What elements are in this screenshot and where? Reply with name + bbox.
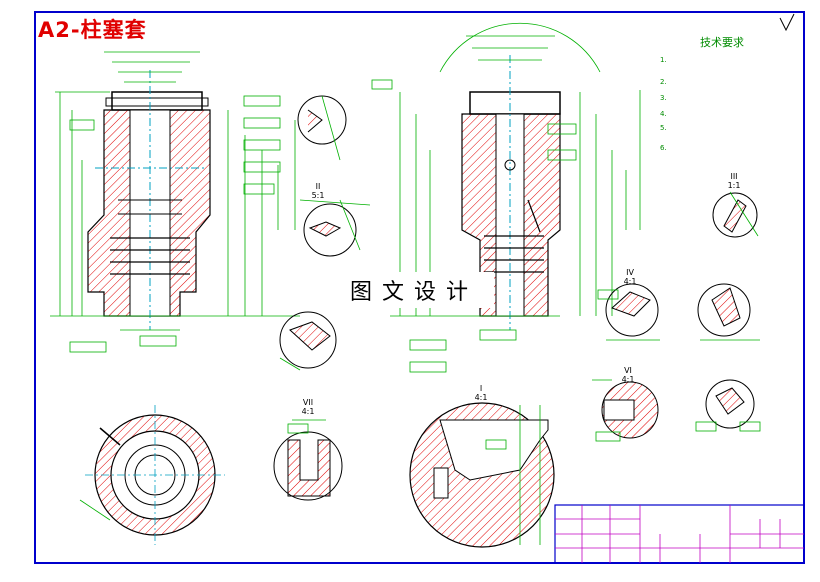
watermark-text: 图文设计 <box>334 272 494 308</box>
detail-III-view <box>712 191 759 238</box>
detail-VI-label: VI 4:1 <box>621 366 635 384</box>
tech-requirements-title: 技术要求 <box>700 36 744 49</box>
tech-note-6: 6. <box>660 144 667 152</box>
detail-notch-view <box>279 311 337 371</box>
roughness-symbol <box>779 13 795 32</box>
center-section-view <box>390 22 641 373</box>
tech-note-2: 2. <box>660 78 667 86</box>
detail-VII-view <box>695 379 761 432</box>
detail-VII-label: VII 4:1 <box>301 398 315 416</box>
tech-note-3: 3. <box>660 94 667 102</box>
title-block <box>554 504 805 564</box>
sheet-label: A2-柱塞套 <box>38 18 147 42</box>
detail-I-label: I 4:1 <box>474 384 488 402</box>
detail-II-view <box>299 199 371 257</box>
detail-VI-view <box>592 379 659 442</box>
detail-IV-view <box>597 283 660 341</box>
detail-II-label: II 5:1 <box>311 182 325 200</box>
tech-note-5: 5. <box>660 124 667 132</box>
detail-IV-label: IV 4:1 <box>623 268 637 286</box>
detail-arrow-view <box>297 79 393 161</box>
main-section-view <box>50 51 300 353</box>
tech-note-1: 1. <box>660 56 667 64</box>
tech-note-4: 4. <box>660 110 667 118</box>
detail-V-view <box>697 283 760 341</box>
sheet-border <box>34 11 805 564</box>
detail-I-view <box>409 402 555 548</box>
detail-III-label: III 1:1 <box>727 172 741 190</box>
detail-slot-view <box>273 419 343 501</box>
end-view <box>79 405 225 545</box>
